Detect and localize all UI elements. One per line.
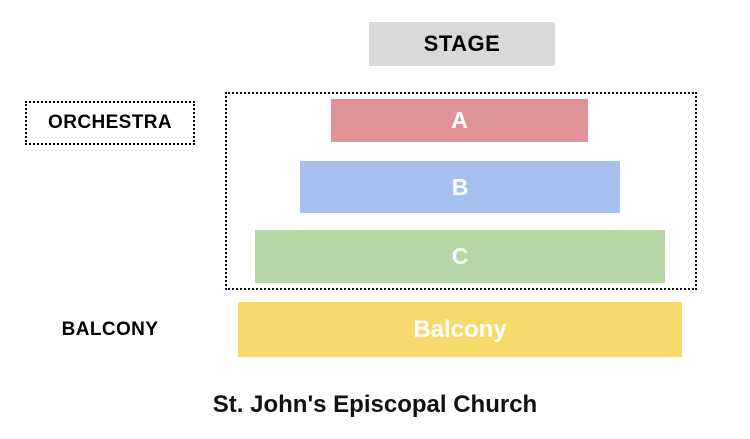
tier-label-orchestra-text: ORCHESTRA — [48, 112, 172, 133]
section-c-label: C — [451, 243, 469, 269]
stage-label: STAGE — [423, 31, 501, 56]
orchestra-group-outline — [225, 92, 697, 290]
stage-block: STAGE — [369, 22, 555, 66]
section-b[interactable]: B — [300, 161, 620, 213]
tier-label-balcony-text: BALCONY — [61, 319, 159, 340]
tier-label-balcony: BALCONY — [25, 310, 195, 350]
section-b-label: B — [451, 173, 469, 200]
section-c[interactable]: C — [255, 230, 665, 283]
section-a-label: A — [451, 107, 468, 133]
venue-title: St. John's Episcopal Church — [212, 391, 538, 418]
section-a[interactable]: A — [331, 99, 588, 142]
section-balcony-label: Balcony — [413, 315, 507, 343]
tier-label-orchestra: ORCHESTRA — [25, 101, 195, 145]
section-balcony[interactable]: Balcony — [238, 302, 682, 357]
